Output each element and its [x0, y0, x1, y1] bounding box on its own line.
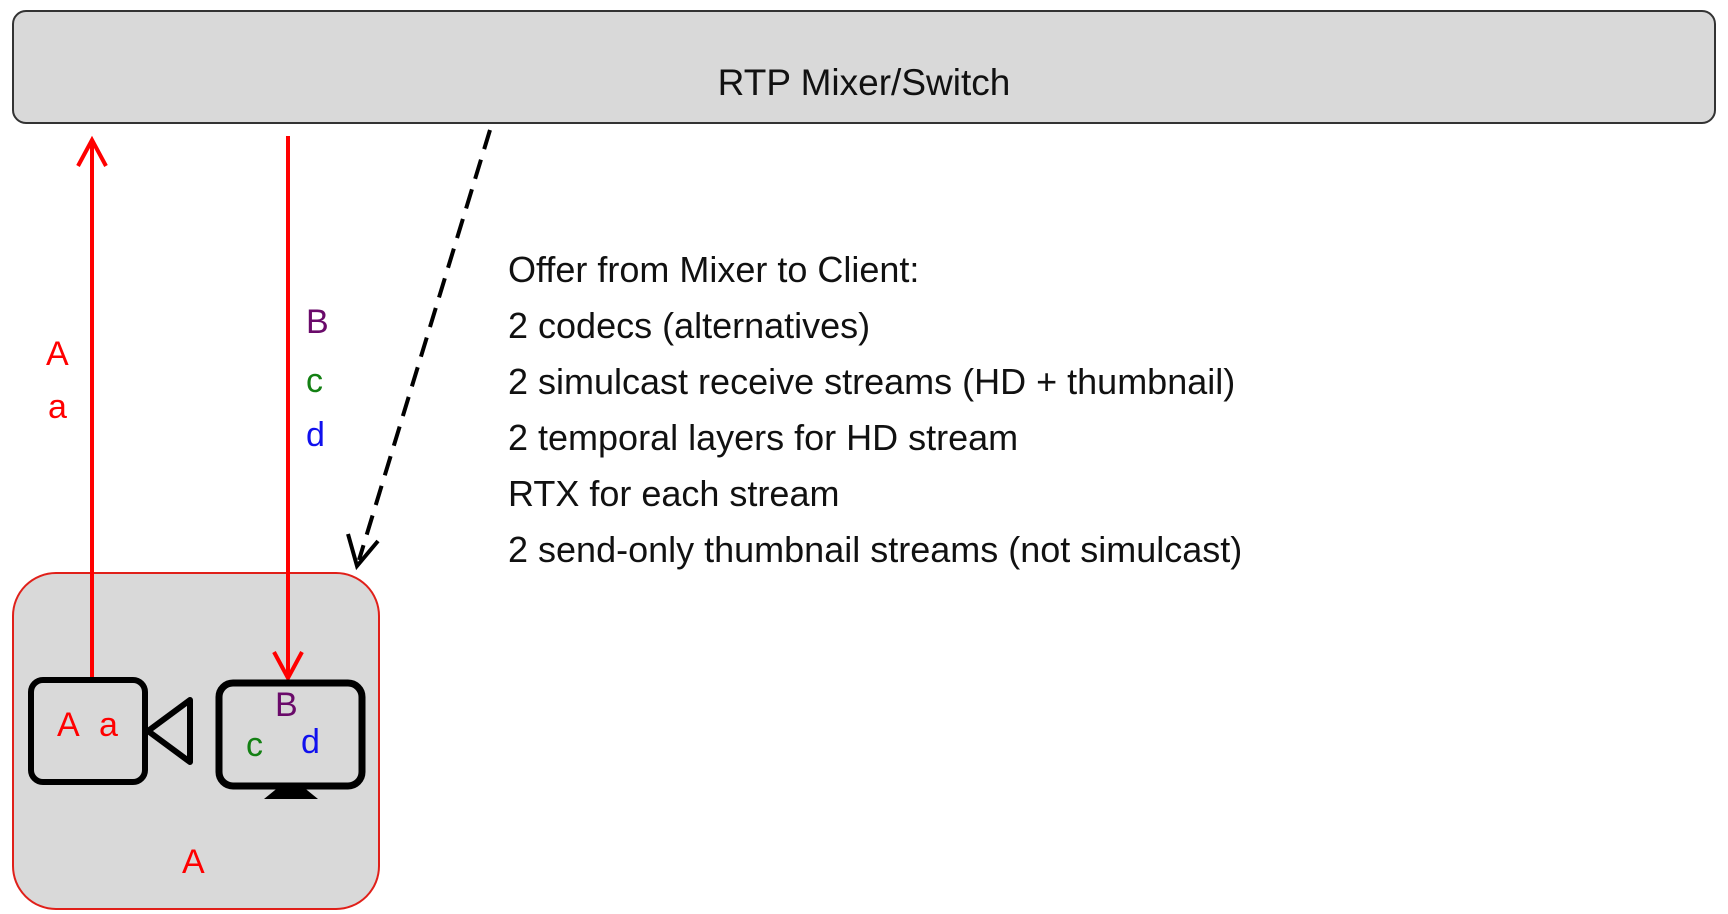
offer-item: 2 codecs (alternatives) [508, 305, 871, 346]
rtp-mixer-switch: RTP Mixer/Switch [12, 10, 1716, 124]
camera-label-A: A [57, 706, 80, 744]
client-a-box [12, 572, 380, 910]
monitor-label-c: c [246, 726, 263, 764]
offer-description: Offer from Mixer to Client: 2 codecs (al… [508, 242, 1242, 578]
offer-item: 2 temporal layers for HD stream [508, 417, 1019, 458]
monitor-label-B: B [275, 686, 298, 724]
downlink-label-c: c [306, 362, 323, 400]
offer-item: 2 simulcast receive streams (HD + thumbn… [508, 361, 1236, 402]
offer-title: Offer from Mixer to Client: [508, 249, 920, 290]
monitor-label-d: d [301, 723, 320, 761]
uplink-label-A: A [46, 335, 69, 373]
offer-signaling-arrow [346, 129, 492, 571]
offer-item: RTX for each stream [508, 473, 840, 514]
client-name: A [182, 843, 205, 881]
video-camera-icon [28, 677, 193, 785]
uplink-label-a: a [48, 388, 67, 426]
uplink-arrow [76, 135, 108, 680]
offer-item: 2 send-only thumbnail streams (not simul… [508, 529, 1243, 570]
downlink-arrow [272, 136, 304, 683]
downlink-label-B: B [306, 303, 329, 341]
monitor-icon [215, 679, 366, 799]
mixer-title: RTP Mixer/Switch [717, 62, 1011, 103]
downlink-label-d: d [306, 416, 325, 454]
camera-label-a: a [99, 706, 118, 744]
